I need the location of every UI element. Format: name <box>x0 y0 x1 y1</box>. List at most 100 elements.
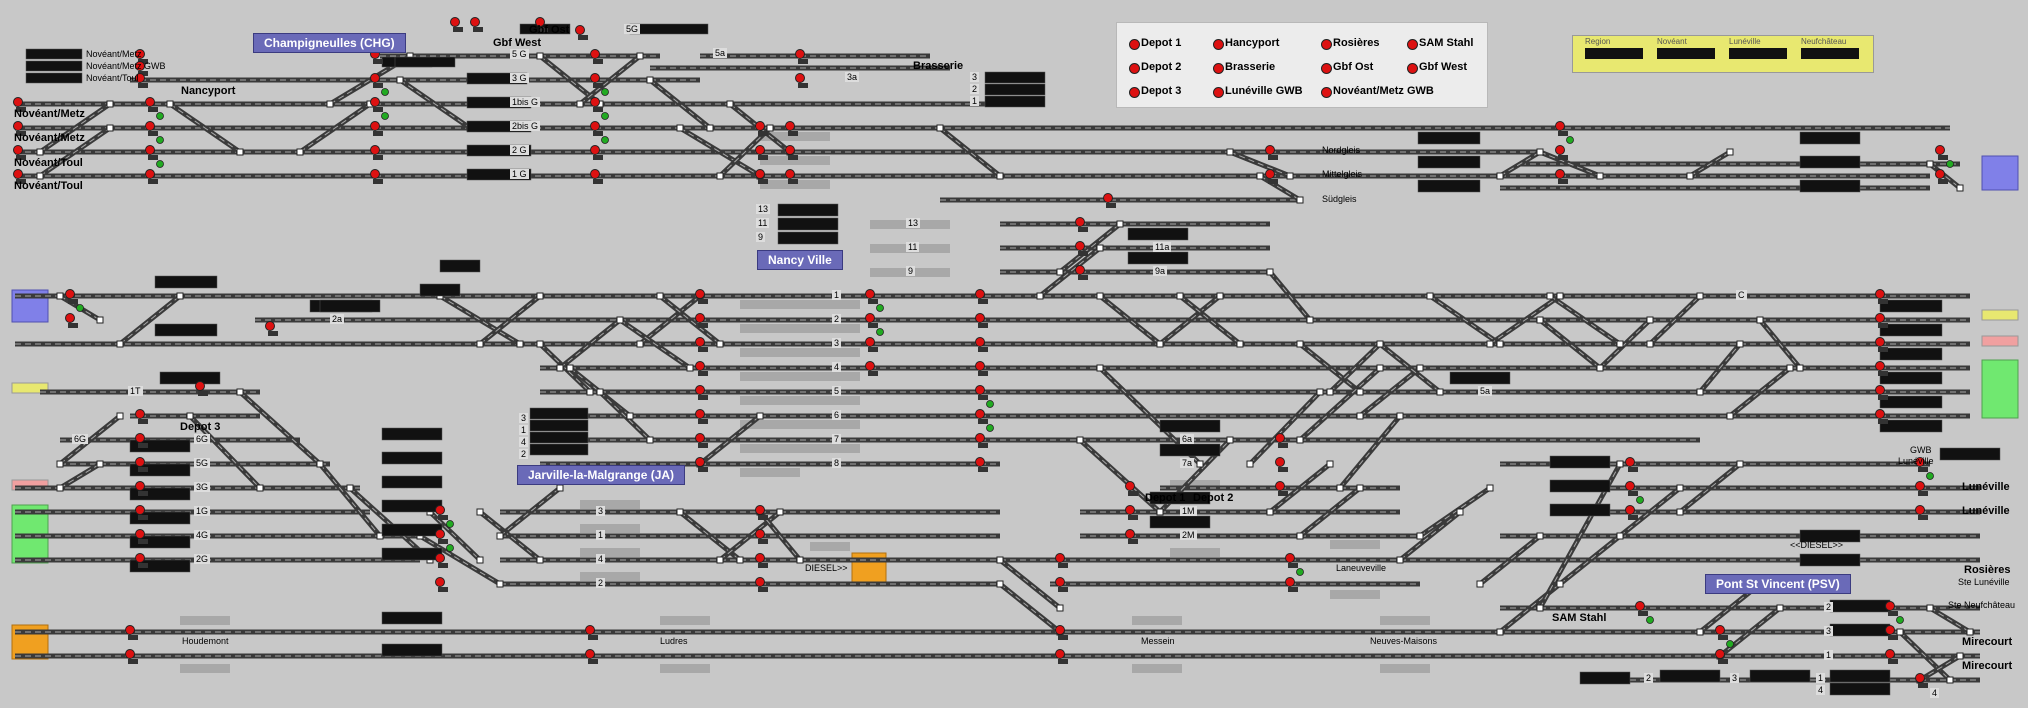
switch-point <box>536 52 544 60</box>
track-number: 4 <box>596 554 606 564</box>
signal-mast <box>1718 635 1728 640</box>
switch-point <box>1266 508 1274 516</box>
status-display <box>984 83 1046 96</box>
signal-green-lamp <box>156 112 164 120</box>
signal-mast <box>1078 251 1088 256</box>
signal-red-lamp <box>1125 505 1135 515</box>
switch-point <box>686 364 694 372</box>
switch-point <box>36 148 44 156</box>
signal-red-lamp <box>1715 649 1725 659</box>
switch-point <box>1116 220 1124 228</box>
signal-red-lamp <box>145 169 155 179</box>
signal-red-lamp <box>135 409 145 419</box>
signal-red-lamp <box>370 145 380 155</box>
zone-east-green[interactable] <box>1981 359 2019 419</box>
station-jarville[interactable]: Jarville-la-Malgrange (JA) <box>517 465 686 485</box>
signal-mast <box>373 179 383 184</box>
station-champigneulles[interactable]: Champigneulles (CHG) <box>253 33 406 53</box>
legend-item[interactable]: Novéant/Metz GWB <box>1321 85 1434 98</box>
legend-label: Depot 3 <box>1141 85 1182 97</box>
status-display <box>529 419 589 432</box>
signal-red-lamp <box>785 121 795 131</box>
platform <box>740 300 860 309</box>
switch-point <box>1496 340 1504 348</box>
switch-point <box>636 52 644 60</box>
signal-dot-icon <box>1129 87 1140 98</box>
legend-item[interactable]: Gbf Ost <box>1321 61 1373 74</box>
legend-label: Hancyport <box>1225 37 1280 49</box>
legend-item[interactable]: Gbf West <box>1407 61 1467 74</box>
legend-item[interactable]: Rosières <box>1321 37 1379 50</box>
switch-point <box>556 484 564 492</box>
track-centerline <box>679 127 761 177</box>
signal-mast <box>1628 467 1638 472</box>
signal-red-lamp <box>590 49 600 59</box>
signal-mast <box>593 59 603 64</box>
signal-red-lamp <box>145 145 155 155</box>
status-display <box>381 475 443 489</box>
track-centerline <box>479 295 541 345</box>
switch-point <box>726 100 734 108</box>
signal-mast <box>268 331 278 336</box>
platform <box>180 616 230 625</box>
signal-mast <box>978 443 988 448</box>
track-centerline <box>649 79 711 129</box>
signal-red-lamp <box>435 553 445 563</box>
signal-red-lamp <box>1103 193 1113 203</box>
switch-point <box>1536 316 1544 324</box>
track-number: 3G <box>194 482 211 492</box>
legend-item[interactable]: Depot 1 <box>1129 37 1181 50</box>
signal-red-lamp <box>1625 481 1635 491</box>
zone-region[interactable]: Region <box>1585 37 1643 59</box>
track-number: 6G <box>194 434 211 444</box>
track-centerline <box>1429 295 1501 345</box>
switch-point <box>1426 292 1434 300</box>
signal-red-lamp <box>370 73 380 83</box>
zone-noveant[interactable]: Novéant <box>1657 37 1715 59</box>
station-pont-st-vincent[interactable]: Pont St Vincent (PSV) <box>1705 574 1851 594</box>
signal-mast <box>438 515 448 520</box>
signal-green-lamp <box>876 304 884 312</box>
switch-point <box>1076 436 1084 444</box>
track-centerline <box>1679 463 1741 513</box>
station-nancy-ville[interactable]: Nancy Ville <box>757 250 843 270</box>
legend-item[interactable]: Depot 3 <box>1129 85 1182 98</box>
signal-mast <box>1268 179 1278 184</box>
signal-red-lamp <box>135 61 145 71</box>
legend-item[interactable]: Depot 2 <box>1129 61 1181 74</box>
platform <box>1170 548 1220 557</box>
signal-mast <box>1878 347 1888 352</box>
track-centerline <box>659 295 721 345</box>
platform <box>1380 664 1430 673</box>
legend-item[interactable]: SAM Stahl <box>1407 37 1473 50</box>
signal-mast <box>593 179 603 184</box>
legend-item[interactable]: Lunéville GWB <box>1213 85 1303 98</box>
platform <box>180 664 230 673</box>
switch-point <box>1176 292 1184 300</box>
zone-neufchateau[interactable]: Neufchâteau <box>1801 37 1859 59</box>
signal-mast <box>978 371 988 376</box>
legend-item[interactable]: Hancyport <box>1213 37 1280 50</box>
track-centerline <box>1539 463 1621 609</box>
signal-red-lamp <box>535 17 545 27</box>
zone-east-pink[interactable] <box>1981 335 2019 347</box>
platform <box>740 372 860 381</box>
track-number: 3 <box>1730 673 1740 683</box>
zone-luneville[interactable]: Lunéville <box>1729 37 1787 59</box>
zone-west-yellow[interactable] <box>11 382 49 394</box>
label-nordgleis: Nordgleis <box>1322 145 1361 155</box>
legend-item[interactable]: Brasserie <box>1213 61 1275 74</box>
zone-east-yellow[interactable] <box>1981 309 2019 321</box>
signal-mast <box>138 467 148 472</box>
track-centerline <box>999 559 1061 609</box>
track-number: 6 <box>832 410 842 420</box>
zone-east-blue[interactable] <box>1981 155 2019 191</box>
track-number: 1 <box>1824 650 1834 660</box>
signal-mast <box>453 27 463 32</box>
signal-dot-icon <box>1129 39 1140 50</box>
switch-point <box>326 100 334 108</box>
track-centerline <box>1299 367 1381 441</box>
track-number: 1G <box>194 506 211 516</box>
signal-mast <box>1888 659 1898 664</box>
switch-point <box>556 364 564 372</box>
